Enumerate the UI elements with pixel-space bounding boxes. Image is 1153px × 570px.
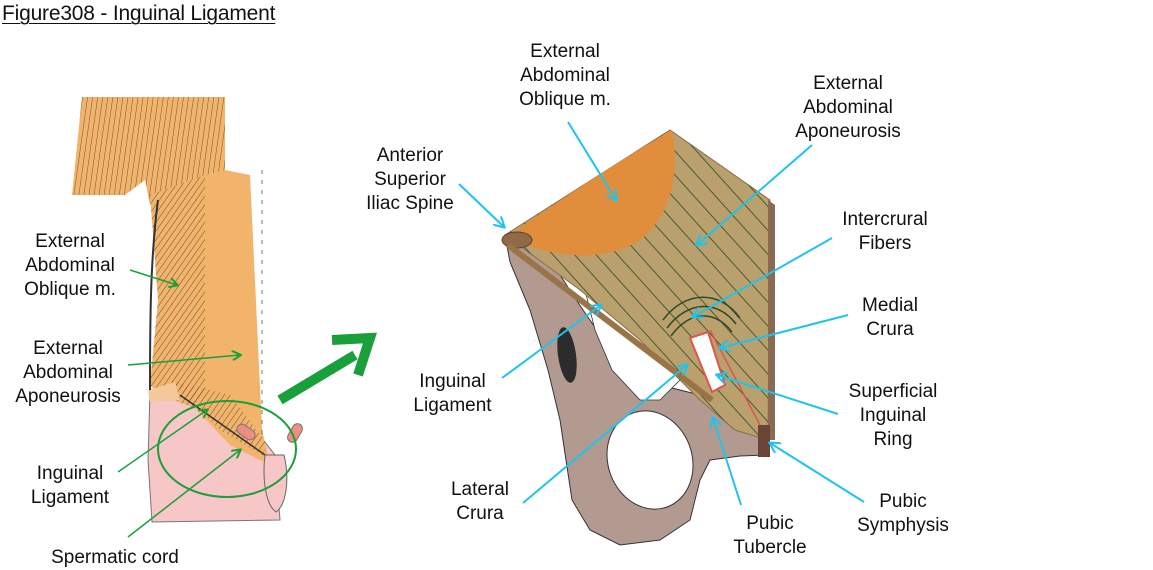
- external-oblique-muscle-orange: [508, 130, 675, 256]
- label-right-superficial-ring: Superficial Inguinal Ring: [848, 381, 938, 450]
- pointer-r-intercrural: [693, 237, 833, 317]
- label-left-spermatic-cord: Spermatic cord: [51, 547, 179, 568]
- pointer-r-pubic-tubercle: [713, 418, 742, 506]
- label-left-ext-oblique: External Abdominal Oblique m.: [24, 231, 116, 300]
- pointer-r-ext-aponeurosis: [697, 144, 813, 245]
- highlight-ellipse: [157, 400, 297, 498]
- label-left-inguinal-ligament: Inguinal Ligament: [30, 463, 110, 508]
- pointer-r-inguinal-ligament: [501, 305, 601, 379]
- figure-title: Figure308 - Inguinal Ligament: [2, 2, 276, 25]
- zoom-arrow: [277, 332, 377, 405]
- label-right-ext-oblique: External Abdominal Oblique m.: [519, 41, 611, 110]
- pointer-r-asis: [458, 183, 504, 227]
- right-pointers: [458, 121, 865, 506]
- label-right-inguinal-ligament: Inguinal Ligament: [413, 371, 492, 416]
- label-right-ext-aponeurosis: External Abdominal Aponeurosis: [795, 73, 901, 142]
- pointer-inguinal-ligament: [117, 410, 207, 473]
- spermatic-cord-shape: [236, 423, 256, 441]
- pointer-ext-oblique: [129, 269, 177, 285]
- obturator-foramen: [606, 410, 694, 510]
- pointer-ext-aponeurosis: [127, 355, 240, 366]
- label-right-pubic-symphysis: Pubic Symphysis: [857, 491, 949, 536]
- label-right-intercrural: Intercrural Fibers: [842, 209, 928, 254]
- pointer-r-superficial-ring: [717, 375, 839, 415]
- pointer-r-pubic-symphysis: [770, 443, 865, 503]
- pointer-r-medial-crura: [720, 314, 849, 348]
- left-pointers: [117, 269, 240, 538]
- label-left-ext-aponeurosis: External Abdominal Aponeurosis: [15, 338, 121, 407]
- label-right-asis: Anterior Superior Iliac Spine: [366, 145, 454, 214]
- left-torso-illustration: [72, 97, 303, 523]
- oblique-fibers: [150, 175, 205, 408]
- label-right-pubic-tubercle: Pubic Tubercle: [733, 513, 807, 558]
- label-right-lateral-crura: Lateral Crura: [450, 479, 510, 524]
- pointer-r-lateral-crura: [522, 365, 687, 504]
- pubic-symphysis-shape: [758, 425, 770, 457]
- pointer-r-ext-oblique: [567, 121, 616, 200]
- pointer-spermatic-cord: [127, 450, 240, 538]
- label-right-medial-crura: Medial Crura: [862, 295, 918, 340]
- right-pelvis-illustration: [501, 129, 775, 546]
